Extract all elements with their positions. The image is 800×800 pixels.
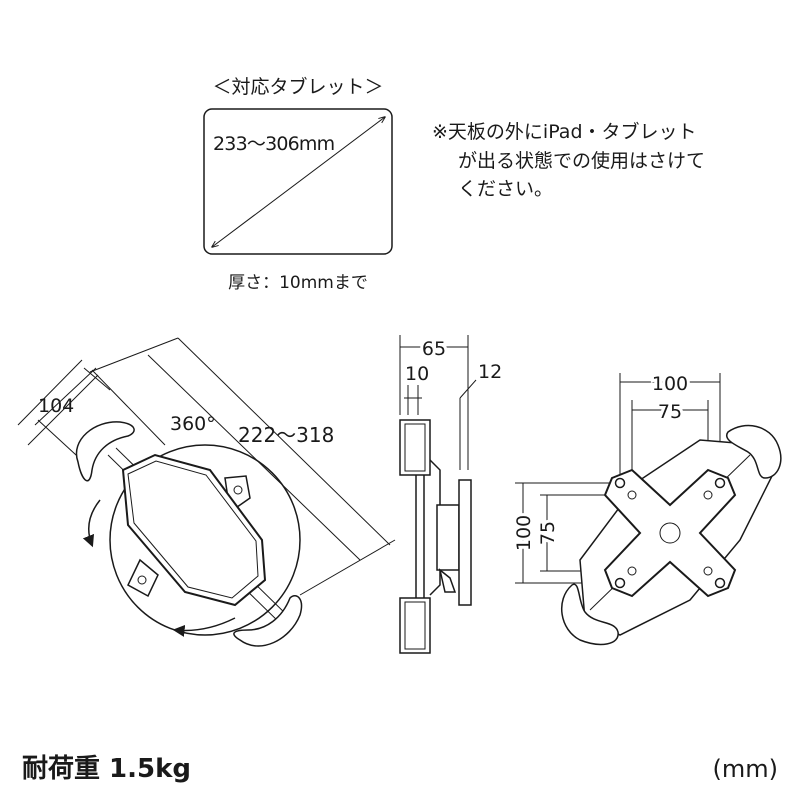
octagon-holder-inner <box>127 460 259 599</box>
rotation-arrow-icon <box>172 617 236 637</box>
ext-line <box>27 374 99 446</box>
dim-line-222-318 <box>177 337 391 546</box>
vesa-plate <box>458 479 472 606</box>
center-hole <box>659 522 681 544</box>
front-view: 104 222～318 360° <box>17 337 396 647</box>
tablet-spec-heading: ＜対応タブレット＞ <box>212 75 383 98</box>
dim-104-label: 104 <box>38 395 74 417</box>
knob <box>438 568 457 593</box>
vesa-hole <box>627 566 637 576</box>
ext-line <box>299 539 396 596</box>
leader-line <box>459 379 477 399</box>
dim-12-label: 12 <box>478 361 502 383</box>
dim-100-h-label: 100 <box>652 373 688 395</box>
side-view: 65 10 12 <box>399 335 502 654</box>
rotation-label: 360° <box>170 413 216 435</box>
dim-65-label: 65 <box>422 338 446 360</box>
vesa-hole <box>714 477 726 489</box>
grip-arm-bottom <box>561 583 619 646</box>
dim-75-v-label: 75 <box>537 521 559 545</box>
tablet-spec: ＜対応タブレット＞ 233～306mm 厚さ：10mmまで <box>203 75 393 293</box>
grip-arm-top <box>75 421 135 482</box>
back-view: 100 75 100 75 <box>510 370 782 646</box>
dim-75-h-label: 75 <box>658 401 682 423</box>
diagonal-size-label: 233～306mm <box>213 133 334 155</box>
diagonal-arrow <box>212 117 385 247</box>
tablet-outline <box>203 108 393 255</box>
note-line-2: が出る状態での使用はさけて <box>458 150 705 172</box>
dim-100-v-label: 100 <box>513 515 535 551</box>
vesa-hole <box>614 477 626 489</box>
grip-bottom-inner <box>404 601 426 650</box>
ext-line <box>17 359 83 426</box>
rotation-arrow-icon <box>82 499 101 548</box>
vesa-hole <box>703 490 713 500</box>
screw-hole <box>233 485 243 495</box>
unit-label: (mm) <box>713 755 778 783</box>
load-capacity-label: 耐荷重 1.5kg <box>22 754 191 784</box>
screw-hole <box>137 575 147 585</box>
grip-arm-top <box>725 424 782 479</box>
round-base <box>109 444 301 636</box>
vesa-hole <box>714 577 726 589</box>
center-hub <box>436 504 460 571</box>
grip-arm-bottom <box>233 595 303 647</box>
thickness-label: 厚さ：10mmまで <box>228 273 368 293</box>
note-line-3: ください。 <box>458 178 553 200</box>
ext-line <box>89 337 179 373</box>
vesa-cross-plate <box>603 468 737 598</box>
dim-line-104 <box>34 367 97 426</box>
usage-note: ※天板の外にiPad・タブレット が出る状態での使用はさけて ください。 <box>432 120 705 200</box>
ext-line <box>91 369 166 446</box>
dim-range-label: 222～318 <box>238 423 334 447</box>
dim-line-inner <box>147 354 361 561</box>
dim-10-label: 10 <box>405 363 429 385</box>
note-line-1: ※天板の外にiPad・タブレット <box>432 120 697 143</box>
octagon-holder <box>121 453 267 607</box>
vesa-hole <box>703 566 713 576</box>
grip-top-inner <box>404 423 426 472</box>
vesa-hole <box>614 577 626 589</box>
vesa-hole <box>627 490 637 500</box>
ext-line <box>83 367 111 391</box>
mount-tab <box>127 558 159 598</box>
